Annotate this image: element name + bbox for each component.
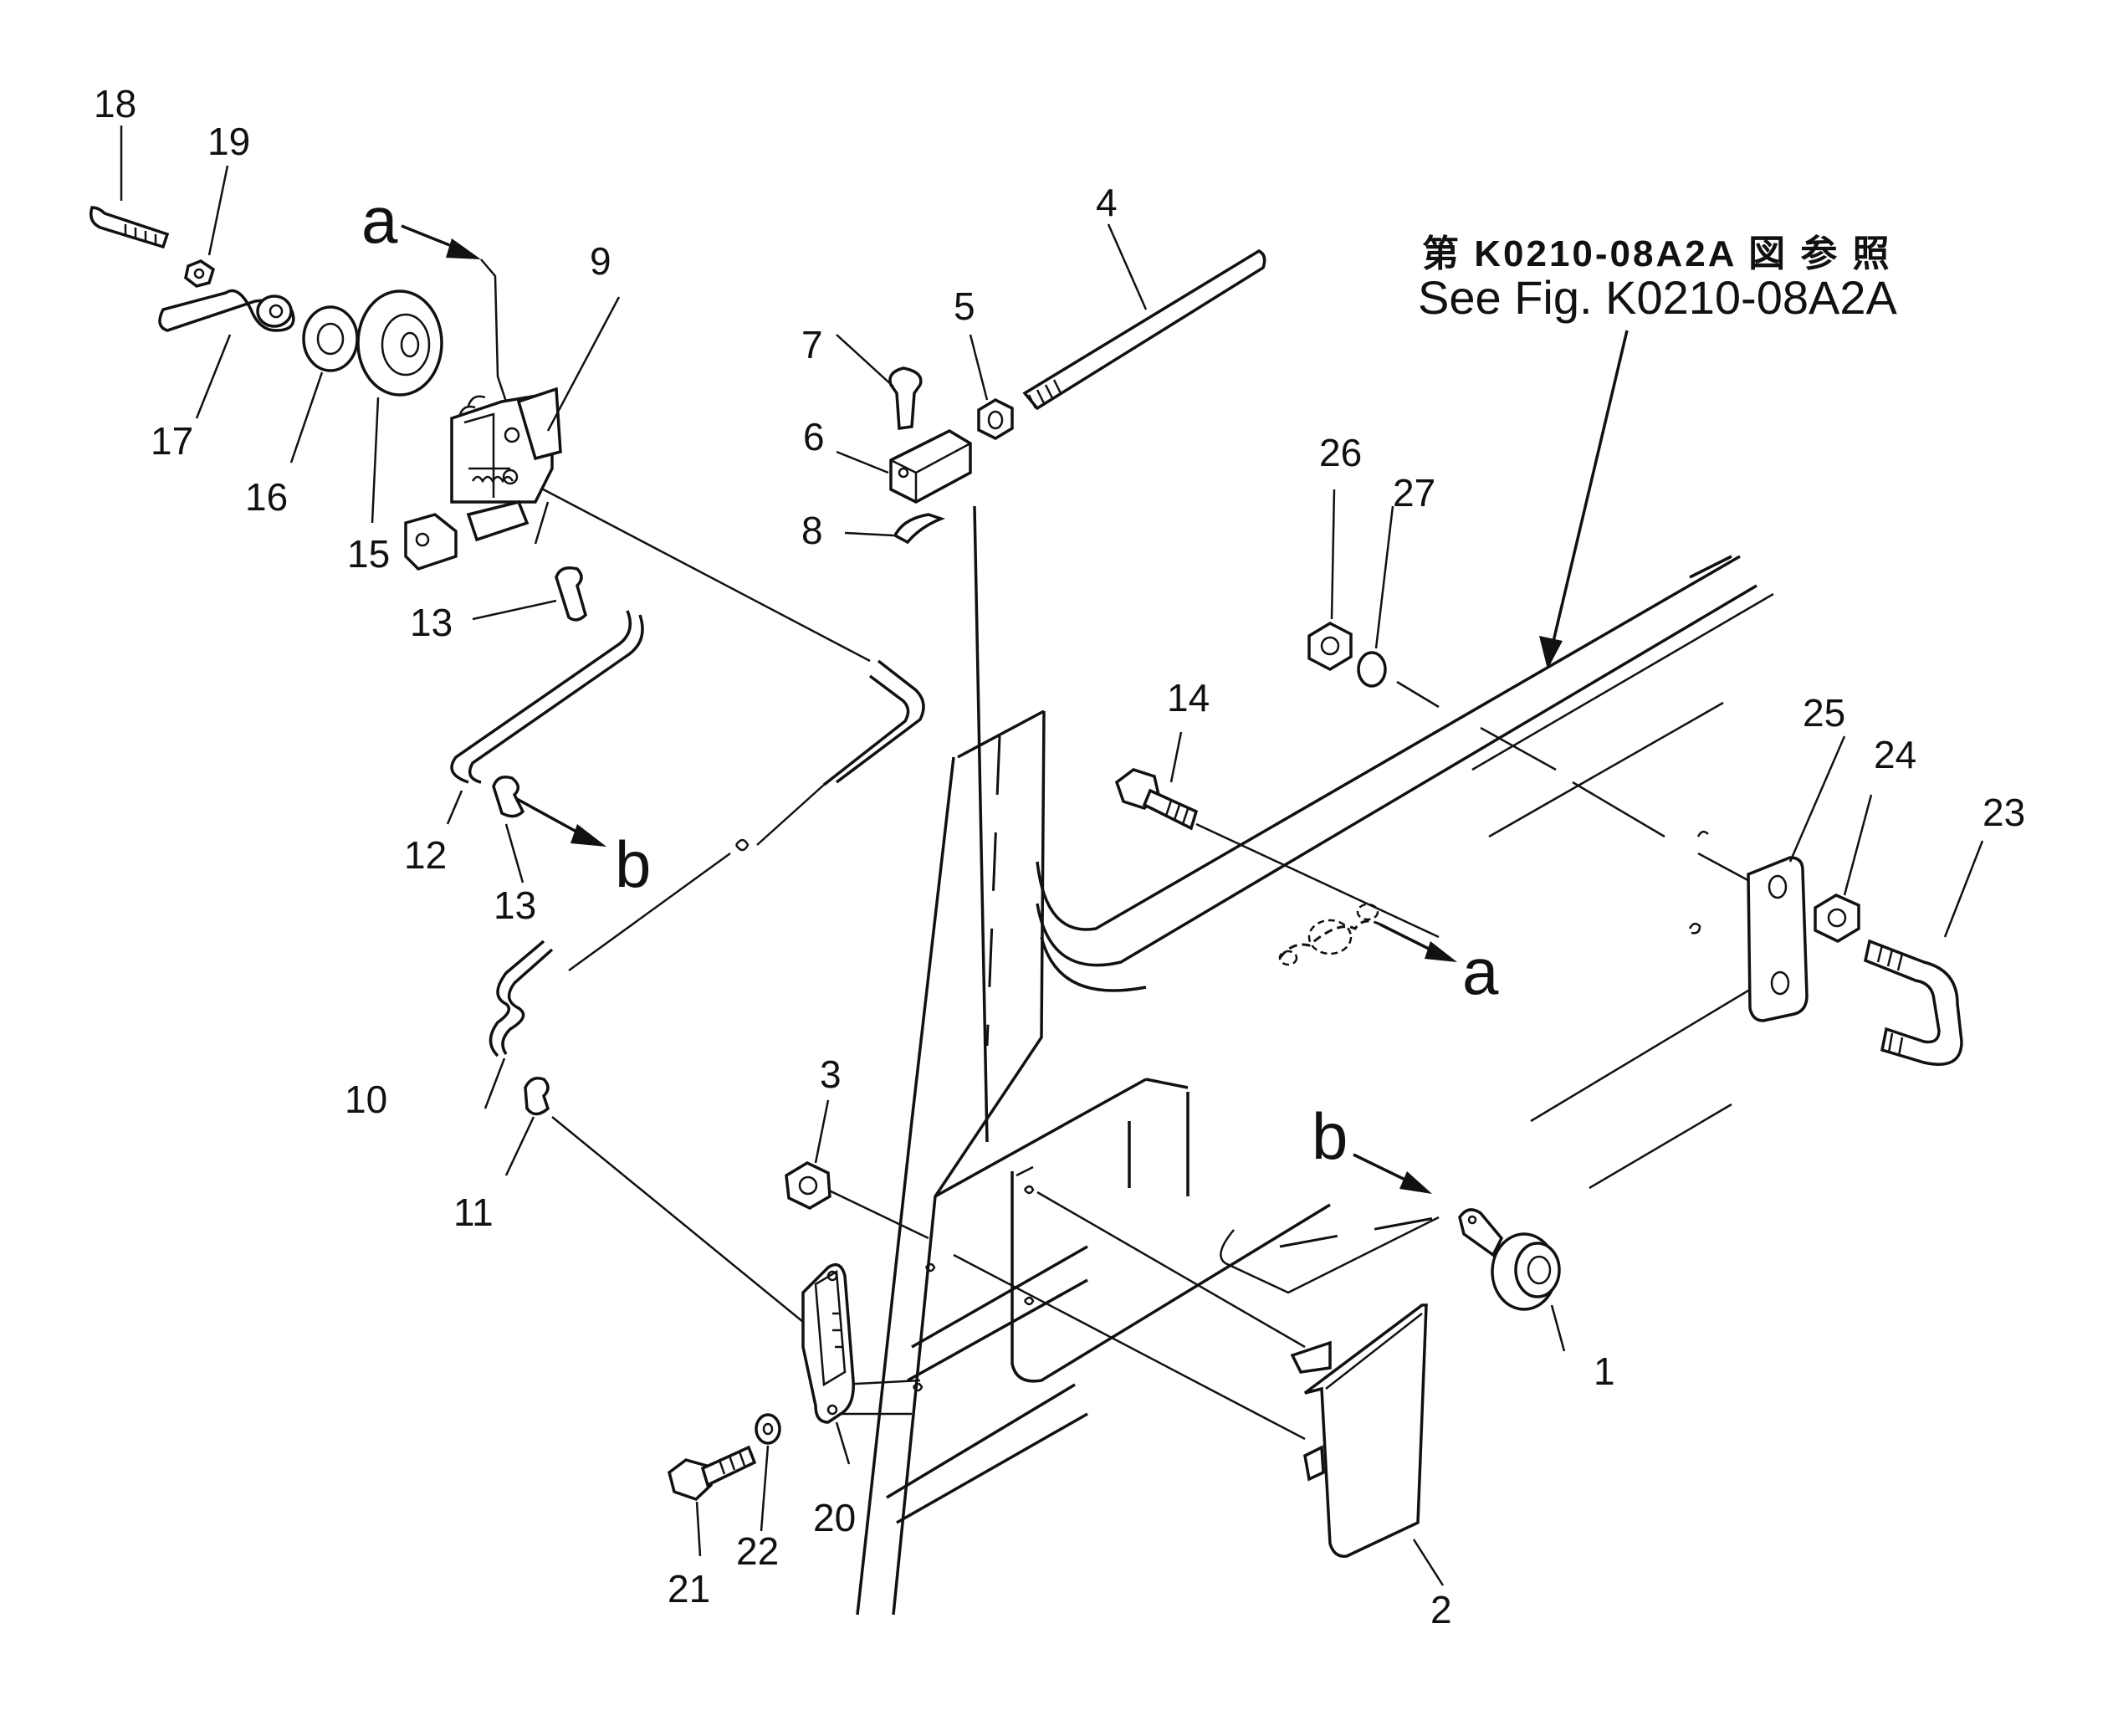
callout-23: 23 [1983, 791, 2025, 834]
letter-a-right: a [1462, 935, 1499, 1008]
part-2-cover [1290, 1303, 1428, 1558]
part-25-plate [1747, 856, 1809, 1022]
letter-b-right: b [1312, 1099, 1348, 1173]
part-9-lock [404, 387, 562, 571]
part-21-bolt [668, 1445, 757, 1502]
part-6-block [889, 429, 972, 504]
callout-16: 16 [245, 475, 288, 519]
part-4-rod [1022, 249, 1266, 411]
letter-b-left: b [615, 827, 651, 901]
letter-a-top: a [361, 183, 398, 257]
callout-9: 9 [590, 239, 611, 283]
callout-6: 6 [803, 415, 825, 458]
part-3-nut [785, 1161, 831, 1210]
reference-japanese: 第 K0210-08A2A 図 参 照 [1422, 233, 1892, 274]
part-18-bolt [90, 206, 170, 249]
part-17-handle [158, 289, 295, 332]
callout-17: 17 [151, 419, 193, 463]
part-20-latch [801, 1262, 855, 1424]
callout-25: 25 [1803, 691, 1845, 735]
callout-22: 22 [736, 1529, 779, 1573]
callout-18: 18 [94, 82, 136, 125]
part-27-washer [1357, 651, 1387, 688]
part-26-nut [1307, 621, 1353, 672]
callout-12: 12 [404, 833, 447, 877]
callout-24: 24 [1874, 733, 1916, 776]
reference-note: 第 K0210-08A2A 図 参 照 See Fig. K0210-08A2A [1418, 233, 1897, 324]
part-23-u-bolt [1863, 939, 1963, 1066]
callout-15: 15 [347, 532, 390, 576]
part-5-nut [977, 398, 1014, 440]
part-15-escutcheon [356, 289, 443, 397]
callout-14: 14 [1167, 676, 1210, 719]
part-13-clip-lower [492, 776, 525, 818]
callout-3: 3 [820, 1052, 842, 1096]
part-16-washer [302, 305, 359, 372]
callout-4: 4 [1096, 181, 1118, 224]
view-letters: a b a b [361, 183, 1499, 1173]
part-7-pin [888, 366, 923, 430]
reference-english: See Fig. K0210-08A2A [1418, 271, 1897, 324]
callout-27: 27 [1393, 471, 1435, 515]
part-8-cotter-pin [893, 513, 946, 545]
callout-26: 26 [1319, 431, 1362, 474]
part-callouts: 18 19 17 16 15 9 13 12 13 10 11 7 6 8 5 … [94, 82, 2025, 1631]
cables [450, 484, 1753, 1441]
callout-5: 5 [954, 284, 975, 328]
part-22-washer [755, 1413, 781, 1445]
callout-21: 21 [668, 1567, 710, 1611]
leader-lines [120, 125, 1984, 1586]
callout-2: 2 [1430, 1588, 1452, 1631]
callout-20: 20 [813, 1496, 856, 1539]
part-hidden-nut [1278, 903, 1381, 966]
callout-13-lower: 13 [494, 883, 536, 927]
part-19-lock-washer [184, 259, 216, 288]
cab-frame [856, 555, 1783, 1616]
callout-11: 11 [453, 1191, 494, 1234]
callout-19: 19 [207, 120, 250, 163]
callout-10: 10 [345, 1078, 387, 1121]
part-14-bolt [1114, 768, 1199, 831]
callout-13-upper: 13 [410, 601, 453, 644]
part-11-clip [524, 1077, 550, 1116]
part-1-key-lock [1458, 1208, 1561, 1311]
callout-1: 1 [1594, 1349, 1615, 1393]
callout-7: 7 [801, 323, 823, 366]
callout-8: 8 [801, 509, 823, 552]
part-13-clip-upper [555, 566, 587, 622]
part-24-nut [1814, 894, 1860, 943]
